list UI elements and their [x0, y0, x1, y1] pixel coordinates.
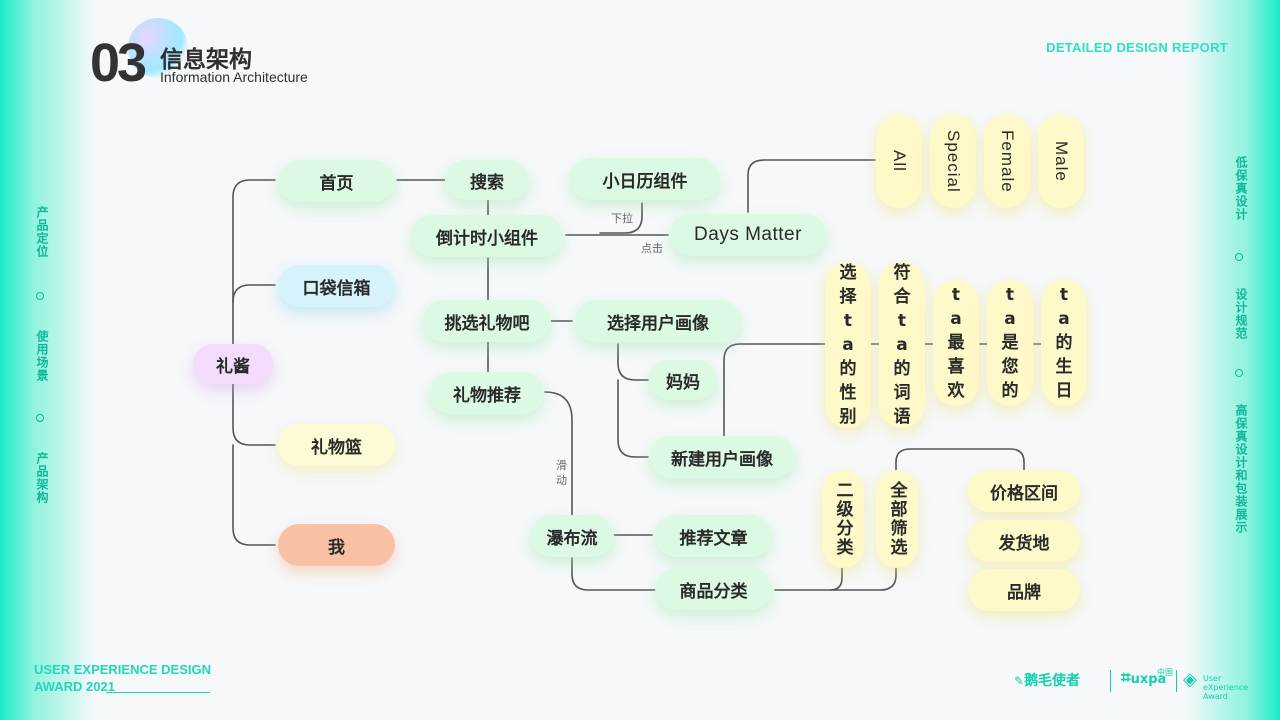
node-ship-from[interactable]: 发货地 [968, 520, 1080, 562]
node-sub-category[interactable]: 二级分类 [822, 470, 864, 568]
section-number: 03 [90, 33, 147, 93]
node-price-range[interactable]: 价格区间 [968, 470, 1080, 512]
uxpa-logo: ⌗uxpa [1121, 668, 1167, 688]
node-countdown[interactable]: 倒计时小组件 [411, 215, 563, 257]
edge-label-pull-down: 下拉 [611, 212, 633, 225]
node-all-filter[interactable]: 全部筛选 [876, 470, 918, 568]
left-nav-dot [36, 414, 44, 422]
node-dm-special[interactable]: Special [930, 114, 976, 208]
node-brand[interactable]: 品牌 [968, 569, 1080, 611]
node-mom[interactable]: 妈妈 [649, 360, 717, 400]
page-title: 信息架构 [160, 47, 252, 73]
node-recommend-article[interactable]: 推荐文章 [655, 515, 772, 557]
logo-separator [1110, 670, 1111, 692]
node-all-filter-label: 全部筛选 [886, 481, 907, 557]
page-subtitle: Information Architecture [160, 69, 308, 85]
right-nav-item-spec[interactable]: 设计规范 [1234, 288, 1248, 340]
node-mailbox[interactable]: 口袋信箱 [278, 265, 395, 307]
left-nav-item-architecture[interactable]: 产品架构 [35, 452, 49, 504]
left-nav-item-positioning[interactable]: 产品定位 [35, 206, 49, 258]
uxpa-logo-sub: 中国 [1157, 668, 1173, 677]
node-np-gender[interactable]: 选择ta的性别 [825, 262, 871, 428]
left-nav-item-scenario[interactable]: 使用场景 [35, 330, 49, 382]
node-root[interactable]: 礼酱 [193, 344, 273, 384]
node-dm-female-label: Female [998, 129, 1017, 193]
award-year: AWARD 2021 [34, 679, 115, 694]
node-me[interactable]: 我 [278, 524, 395, 566]
node-np-fav-label: ta最喜欢 [947, 285, 965, 401]
number-blob-decoration [128, 18, 188, 78]
node-basket[interactable]: 礼物篮 [278, 424, 395, 466]
node-np-gender-label: 选择ta的性别 [839, 263, 857, 427]
node-dm-all[interactable]: All [876, 114, 922, 208]
node-pick-gift[interactable]: 挑选礼物吧 [423, 300, 551, 342]
node-np-is-label: ta是您的 [1001, 285, 1019, 401]
node-dm-male[interactable]: Male [1038, 114, 1084, 208]
right-nav-item-lofi[interactable]: 低保真设计 [1234, 156, 1248, 221]
left-nav-dot [36, 292, 44, 300]
node-np-is[interactable]: ta是您的 [987, 280, 1033, 406]
brand-logo: ✎鹅毛使者 [1014, 673, 1081, 689]
edge-label-click: 点击 [641, 242, 663, 255]
uxa-logo-icon: ◈ [1183, 669, 1197, 690]
right-glow-decoration [1185, 0, 1280, 720]
node-np-bday-label: ta的生日 [1055, 285, 1073, 401]
node-select-portrait[interactable]: 选择用户画像 [575, 300, 741, 342]
node-np-fav[interactable]: ta最喜欢 [933, 280, 979, 406]
node-search[interactable]: 搜索 [445, 160, 529, 200]
left-glow-decoration [0, 0, 95, 720]
brand-logo-text: 鹅毛使者 [1024, 673, 1081, 689]
award-underline [106, 692, 210, 693]
node-mini-calendar[interactable]: 小日历组件 [570, 158, 720, 200]
node-sub-category-label: 二级分类 [832, 481, 853, 557]
node-category[interactable]: 商品分类 [655, 568, 772, 610]
award-title: USER EXPERIENCE DESIGN [34, 662, 211, 677]
node-dm-male-label: Male [1052, 140, 1071, 182]
node-waterfall[interactable]: 瀑布流 [530, 515, 614, 557]
node-gift-recommend[interactable]: 礼物推荐 [430, 372, 544, 414]
uxa-logo-text: User eXperience Award [1203, 674, 1249, 701]
report-label: DETAILED DESIGN REPORT [1046, 40, 1228, 55]
node-np-bday[interactable]: ta的生日 [1041, 280, 1087, 406]
node-new-portrait[interactable]: 新建用户画像 [649, 436, 795, 478]
right-nav-item-hifi[interactable]: 高保真设计和包装展示 [1234, 404, 1248, 534]
logo-separator [1176, 670, 1177, 692]
edge-label-scroll: 滑动 [556, 459, 567, 487]
node-dm-female[interactable]: Female [984, 114, 1030, 208]
node-dm-special-label: Special [944, 129, 963, 193]
node-np-word-label: 符合ta的词语 [893, 263, 911, 427]
node-np-word[interactable]: 符合ta的词语 [879, 262, 925, 428]
right-nav-dot [1235, 253, 1243, 261]
node-home[interactable]: 首页 [278, 160, 395, 202]
right-nav-dot [1235, 369, 1243, 377]
uxpa-logo-text: uxpa [1130, 672, 1167, 687]
node-days-matter[interactable]: Days Matter [670, 214, 826, 256]
node-dm-all-label: All [890, 150, 909, 172]
